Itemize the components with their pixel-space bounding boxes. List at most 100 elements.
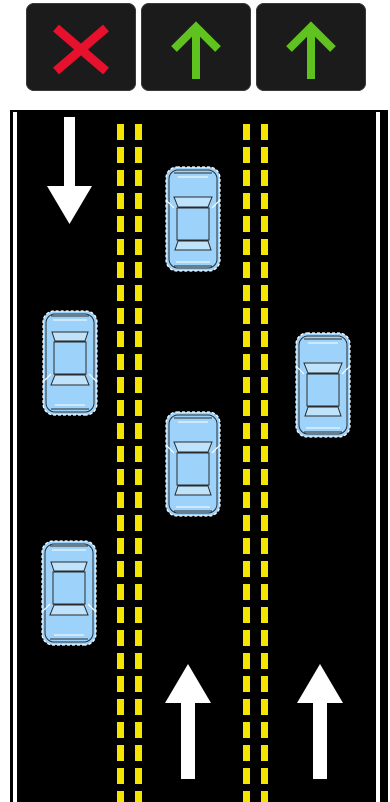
lane-divider-dash xyxy=(243,768,250,784)
lane-divider-dash xyxy=(261,561,268,577)
lane-divider-dash xyxy=(135,469,142,485)
lane-divider-dash xyxy=(117,584,124,600)
lane-divider-dash xyxy=(135,630,142,646)
lane-divider-dash xyxy=(117,538,124,554)
car-lane-3 xyxy=(296,333,350,437)
lane-divider-dash xyxy=(261,423,268,439)
lane-divider-dash xyxy=(117,377,124,393)
lane-divider-dash xyxy=(135,262,142,278)
lane-divider-dash xyxy=(261,630,268,646)
lane-divider-dash xyxy=(243,193,250,209)
lane-divider-dash xyxy=(243,676,250,692)
lane-divider-dash xyxy=(135,768,142,784)
lane-divider-dash xyxy=(135,423,142,439)
lane-divider-dash xyxy=(117,446,124,462)
lane-divider-dash xyxy=(243,653,250,669)
lane-divider-dash xyxy=(243,354,250,370)
lane-divider-dash xyxy=(135,147,142,163)
lane-divider-dash xyxy=(261,722,268,738)
right-edge-line xyxy=(376,112,380,802)
lane-divider-dash xyxy=(135,285,142,301)
lane-divider-dash xyxy=(243,377,250,393)
lane-divider-dash xyxy=(117,722,124,738)
lane-divider-dash xyxy=(117,285,124,301)
lane-divider-dash xyxy=(261,515,268,531)
lane-divider-dash xyxy=(117,423,124,439)
lane-divider-dash xyxy=(261,676,268,692)
lane-divider-dash xyxy=(243,285,250,301)
lane-divider-dash xyxy=(135,653,142,669)
lane-divider-dash xyxy=(261,285,268,301)
lane-divider-dash xyxy=(117,193,124,209)
lane-divider-dash xyxy=(261,354,268,370)
lane-divider-dash xyxy=(243,584,250,600)
lane-divider-dash xyxy=(261,193,268,209)
lane-divider-dash xyxy=(117,515,124,531)
lane-divider-dash xyxy=(117,400,124,416)
lane-divider-dash xyxy=(135,791,142,802)
lane-divider-dash xyxy=(135,331,142,347)
lane-divider-dash xyxy=(243,607,250,623)
car-lane-2-lower xyxy=(166,412,220,516)
lane-divider-dash xyxy=(243,262,250,278)
lane-divider-dash xyxy=(135,584,142,600)
lane-divider-dash xyxy=(243,722,250,738)
lane-divider-dash xyxy=(261,308,268,324)
lane-divider-dash xyxy=(117,354,124,370)
lane-divider-dash xyxy=(117,768,124,784)
lane-divider-dash xyxy=(135,722,142,738)
lane-divider-dash xyxy=(117,561,124,577)
lane-divider-dash xyxy=(261,170,268,186)
lane-divider-dash xyxy=(135,377,142,393)
lane-divider-dash xyxy=(135,354,142,370)
lane-divider-dash xyxy=(243,745,250,761)
car-lane-2-upper xyxy=(166,167,220,271)
lane-divider-dash xyxy=(243,492,250,508)
lane-divider-dash xyxy=(243,538,250,554)
car-lane-1-lower xyxy=(42,541,96,645)
lane-divider-dash xyxy=(261,607,268,623)
lane-divider-dash xyxy=(117,791,124,802)
lane-divider-dash xyxy=(243,308,250,324)
lane-divider-dash xyxy=(135,400,142,416)
lane-divider-dash xyxy=(261,262,268,278)
lane-divider-dash xyxy=(135,699,142,715)
lane-divider-dash xyxy=(117,170,124,186)
lane-divider-dash xyxy=(261,331,268,347)
lane-divider-dash xyxy=(243,124,250,140)
lane-divider-dash xyxy=(117,239,124,255)
lane-divider-dash xyxy=(261,745,268,761)
lane-divider-dash xyxy=(117,699,124,715)
lane-divider-dash xyxy=(135,239,142,255)
lane-divider-dash xyxy=(135,676,142,692)
lane-divider-dash xyxy=(117,262,124,278)
lane-divider-dash xyxy=(243,400,250,416)
lane-divider-dash xyxy=(117,676,124,692)
lane-divider-dash xyxy=(117,653,124,669)
lane-divider-dash xyxy=(135,193,142,209)
lane-divider-dash xyxy=(135,607,142,623)
lane-divider-dash xyxy=(243,469,250,485)
lane-divider-dash xyxy=(243,331,250,347)
lane-divider-dash xyxy=(261,446,268,462)
lane-divider-dash xyxy=(243,239,250,255)
lane-divider-dash xyxy=(117,607,124,623)
lane-divider-dash xyxy=(135,124,142,140)
lane-divider-dash xyxy=(135,216,142,232)
lane-divider-dash xyxy=(261,584,268,600)
lane-divider-dash xyxy=(261,239,268,255)
lane-divider-dash xyxy=(117,308,124,324)
lane-divider-dash xyxy=(261,653,268,669)
lane-divider-dash xyxy=(243,216,250,232)
lane-divider-dash xyxy=(261,768,268,784)
lane-divider-dash xyxy=(135,515,142,531)
lane-divider-dash xyxy=(243,446,250,462)
lane-divider-dash xyxy=(117,492,124,508)
lane-divider-dash xyxy=(117,124,124,140)
lane-divider-dash xyxy=(135,561,142,577)
lane-divider-dash xyxy=(135,492,142,508)
lane-divider-dash xyxy=(261,124,268,140)
lane-divider-dash xyxy=(243,791,250,802)
lane-divider-dash xyxy=(117,630,124,646)
